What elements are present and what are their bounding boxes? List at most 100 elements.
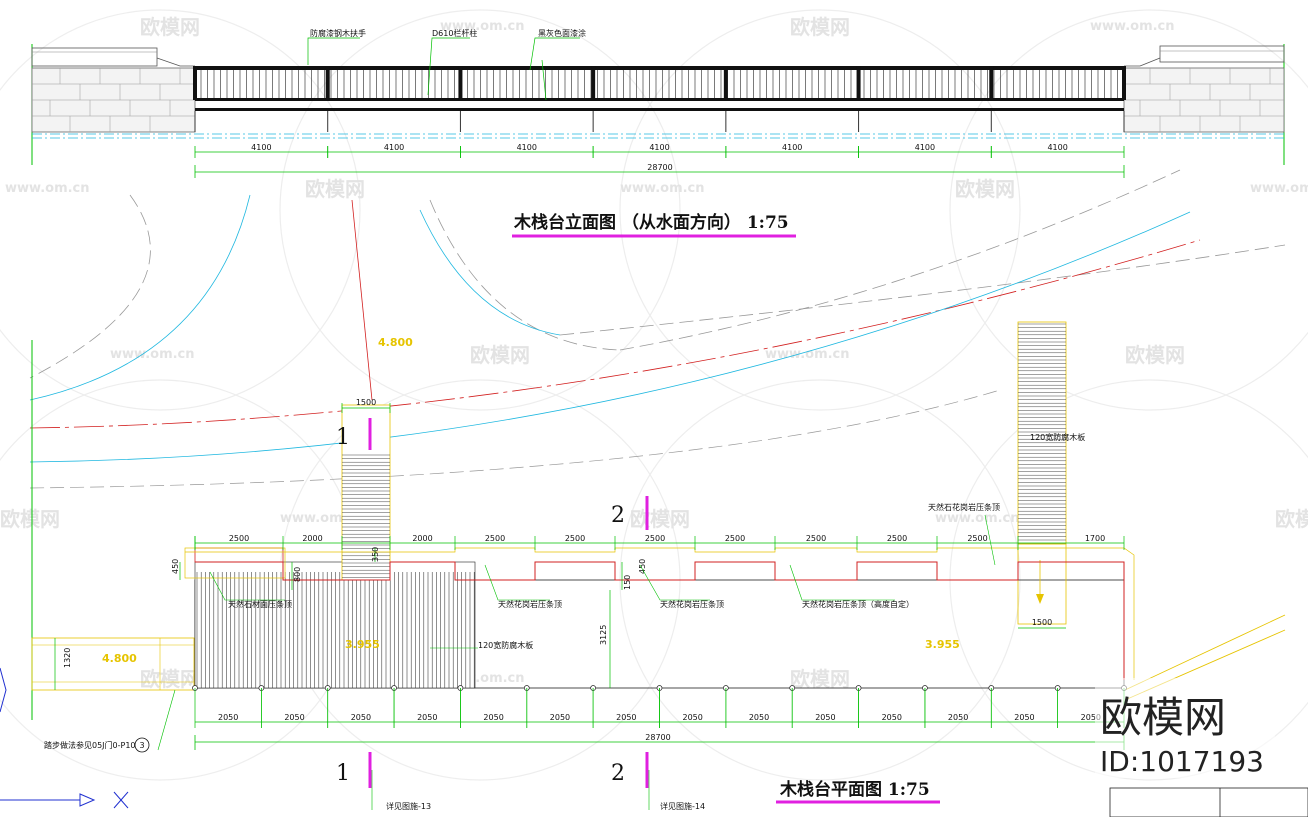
watermark-url: www.om.cn: [110, 347, 195, 362]
dim-800: 800: [293, 567, 302, 582]
elevation-title: 木栈台立面图 （从水面方向） 1:75: [513, 212, 789, 233]
plan-top-dim-label: 2000: [302, 534, 322, 543]
plan-bottom-dim-label: 2050: [749, 713, 769, 722]
railing-post: [1122, 66, 1126, 100]
elevation-dim-label: 4100: [649, 143, 669, 152]
site-contours: [29, 169, 1286, 701]
plan-bottom-dim-label: 2050: [284, 713, 304, 722]
elevation-mark: 4.800: [102, 652, 137, 665]
walkway-right: [1017, 321, 1067, 625]
watermark-url: www.om.cn: [765, 347, 850, 362]
dim-350: 350: [371, 547, 380, 562]
section-mark-2: 2: [611, 503, 625, 528]
watermark-brand: 欧模网: [0, 507, 60, 531]
plan-bottom-dim-label: 2050: [616, 713, 636, 722]
plan-top-dim-label: 2500: [967, 534, 987, 543]
watermark-brand: 欧模网: [470, 343, 530, 367]
plan-bottom-dim-label: 2050: [550, 713, 570, 722]
watermark-brand: 欧模网: [140, 15, 200, 39]
watermark-brand: 欧模网: [630, 507, 690, 531]
railing-post: [458, 66, 463, 100]
walkway-left: [341, 404, 391, 581]
plan-small-dimensions: [54, 403, 1066, 690]
railing-post: [989, 66, 994, 100]
brand-logo-text: 欧模网: [1100, 693, 1226, 742]
railing-post: [856, 66, 861, 100]
plan-bottom-dim-label: 2050: [1014, 713, 1034, 722]
dim-walkway-right: 1500: [1032, 618, 1052, 627]
detail-ref-14: 详见图施-14: [660, 801, 705, 811]
elevation-dim-label: 4100: [384, 143, 404, 152]
detail-circle-number: 3: [139, 741, 144, 750]
note-boards-right: 120宽防腐木板: [1030, 432, 1085, 442]
watermark-brand: 欧模网: [955, 177, 1015, 201]
note-boards: 120宽防腐木板: [478, 640, 533, 650]
section-mark-1: 1: [336, 425, 350, 450]
plan-bottom-dim-label: 2050: [948, 713, 968, 722]
plan-top-dim-label: 2500: [565, 534, 585, 543]
elevation-total-dim: 28700: [647, 163, 672, 172]
railing-post: [723, 66, 728, 100]
note-granite-coping: 天然花岗岩压条顶: [498, 599, 562, 609]
detail-ref-13: 详见图施-13: [386, 801, 431, 811]
ucs-icon: [0, 667, 129, 809]
elevation-dim-label: 4100: [915, 143, 935, 152]
plan-bottom-dim-label: 2050: [882, 713, 902, 722]
detail-circle: [134, 737, 150, 753]
dim-150: 150: [623, 575, 632, 590]
watermark-url: www.om.cn: [440, 19, 525, 34]
railing-post: [591, 66, 596, 100]
annotation-handrail: 防腐漆钢木扶手: [310, 28, 366, 38]
section-mark-1-bottom: 1: [336, 761, 350, 786]
note-granite-coping-height: 天然花岗岩压条顶（高度自定）: [802, 599, 914, 609]
railing-post: [193, 66, 197, 100]
watermark-brand: 欧模网: [1125, 343, 1185, 367]
title-block-corner: [1109, 787, 1308, 817]
elevation-dim-label: 4100: [782, 143, 802, 152]
stair-note: 踏步做法参见05J门0-P10: [44, 740, 136, 750]
elevation-annotations: [307, 37, 580, 101]
railing-post: [325, 66, 330, 100]
watermark-brand: 欧模网: [790, 667, 850, 691]
plan-top-dim-label: 2500: [887, 534, 907, 543]
note-granite-coping: 天然花岗岩压条顶: [660, 599, 724, 609]
model-id: ID:1017193: [1100, 745, 1264, 778]
elevation-mark: 4.800: [378, 336, 413, 349]
plan-top-dim-label: 2500: [485, 534, 505, 543]
elevation-mark: 3.955: [925, 638, 960, 651]
dim-450b: 450: [638, 559, 647, 574]
dim-walkway-width: 1500: [356, 398, 376, 407]
watermark-url: www.om.cn: [5, 181, 90, 196]
railing: [193, 66, 1126, 132]
plan-top-dim-label: 1700: [1085, 534, 1105, 543]
plan-bottom-dim-label: 2050: [351, 713, 371, 722]
watermark-brand: 欧模网: [305, 177, 365, 201]
dim-3125: 3125: [599, 625, 608, 645]
brand-backdrop: [1095, 678, 1275, 778]
plan-bottom-dim-label: 2050: [417, 713, 437, 722]
elevation-dim-label: 4100: [1047, 143, 1067, 152]
note-granite-top: 天然石花岗岩压条顶: [928, 502, 1000, 512]
left-abutment: [31, 44, 196, 165]
watermark-brand: 欧模网: [1275, 507, 1308, 531]
watermark-layer: 欧模网 www.om.cn 欧模网 www.om.cn www.om.cn 欧模…: [0, 9, 1308, 781]
plan-top-dim-label: 2000: [412, 534, 432, 543]
elevation-dim-label: 4100: [517, 143, 537, 152]
section-mark-2-bottom: 2: [611, 761, 625, 786]
annotation-post: D610栏杆柱: [432, 28, 477, 38]
plan-top-dim-label: 2500: [645, 534, 665, 543]
plan-top-dim-label: 2500: [229, 534, 249, 543]
plan-top-dim-label: 2500: [806, 534, 826, 543]
watermark-url: www.om.cn: [935, 511, 1020, 526]
watermark-url: www.om.cn: [620, 181, 705, 196]
plan-bottom-dimensions: 2050 2050 2050 2050 2050 2050 2050 2050 2050 2050…: [194, 688, 1125, 750]
planter-edge: [195, 561, 1125, 680]
watermark-url: www.om.cn: [1090, 19, 1175, 34]
deck-boards: [194, 561, 476, 689]
dim-1320: 1320: [63, 648, 72, 668]
plan-bottom-dim-label: 2050: [682, 713, 702, 722]
note-stone-coping: 天然石材面压条顶: [228, 599, 292, 609]
